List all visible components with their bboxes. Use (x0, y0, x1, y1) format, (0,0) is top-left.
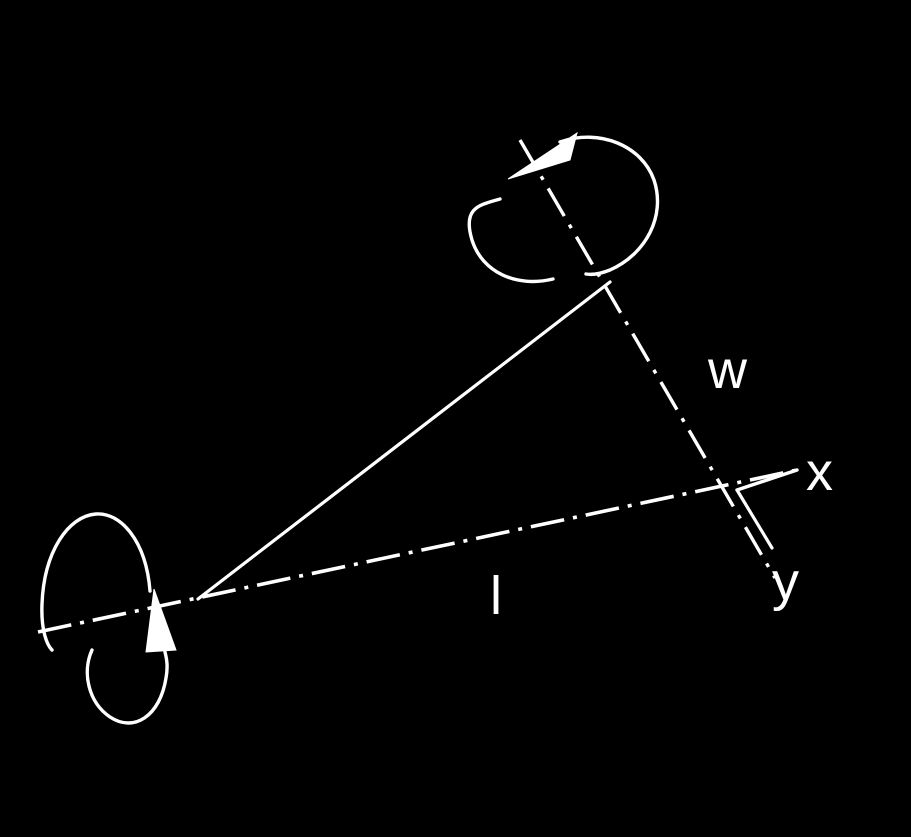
w-axis-line (518, 139, 777, 579)
label-w-axis: w (707, 340, 748, 400)
link-segment (196, 280, 612, 601)
x-axis-arm (735, 468, 799, 492)
base-rotation-arc-upper (40, 512, 152, 652)
y-axis-arm (735, 488, 774, 550)
elbow-rotation-arrowhead (507, 131, 578, 180)
base-rotation-arrowhead (145, 588, 177, 653)
label-y-axis: y (772, 552, 799, 612)
label-x-axis: x (806, 442, 833, 502)
elbow-rotation-arc-right (558, 135, 660, 277)
base-joint-rotation-symbol (40, 512, 177, 725)
end-effector-frame (735, 468, 799, 550)
label-link-length: l (490, 566, 502, 626)
elbow-rotation-arc-left (467, 197, 555, 284)
base-rotation-arc-lower (85, 648, 169, 725)
elbow-joint-rotation-symbol (467, 131, 660, 284)
l-axis-line (37, 468, 798, 634)
